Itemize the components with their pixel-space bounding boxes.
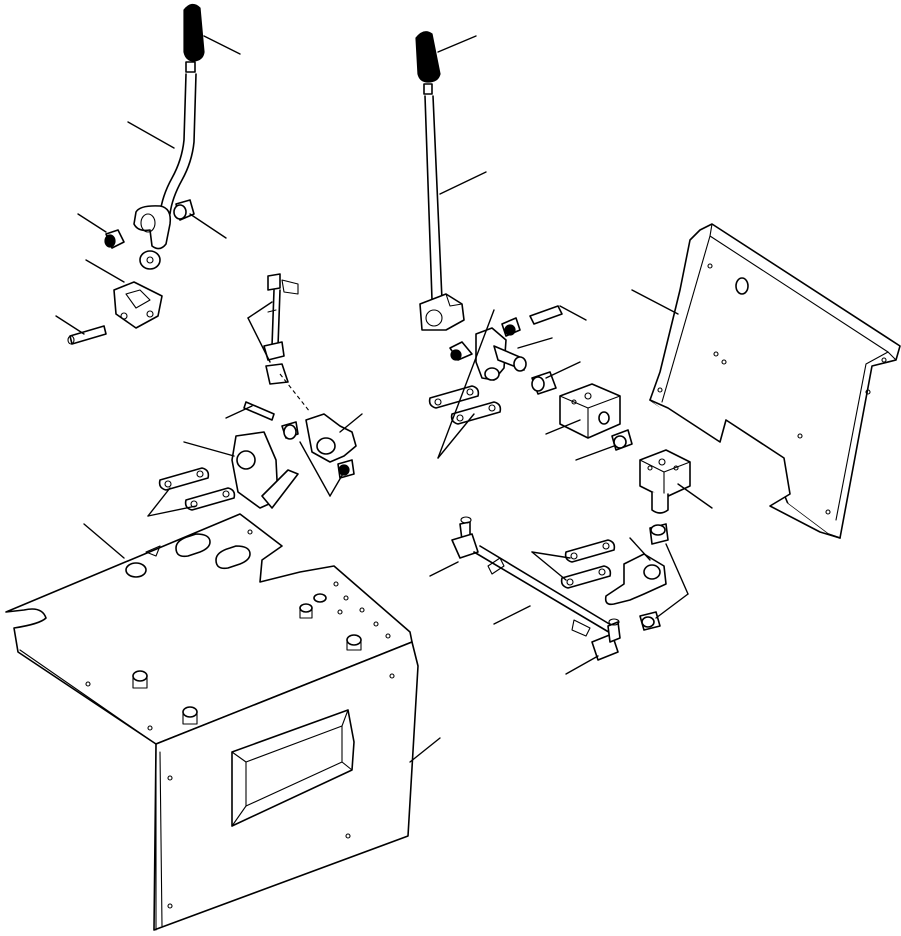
right-lower-linkage — [451, 516, 669, 661]
crank-arm-icon — [604, 523, 669, 631]
center-linkage — [158, 273, 357, 511]
tie-rod-icon — [473, 545, 617, 637]
bushing-icon — [104, 199, 195, 249]
pivot-bracket-icon — [113, 281, 163, 329]
link-plates-icon — [428, 385, 502, 425]
yoke-icon — [419, 293, 465, 331]
bushing-icon — [531, 371, 557, 395]
ball-joint-icon — [451, 516, 479, 559]
block-icon — [639, 449, 691, 514]
right-lever-assembly — [415, 31, 691, 514]
lever-pivot-icon — [133, 205, 172, 270]
left-lever-assembly — [67, 3, 205, 345]
bellcrank-icon — [281, 413, 357, 479]
ball-joint-icon — [591, 618, 621, 661]
console-side-panel-icon — [153, 641, 419, 931]
link-plates-icon — [560, 539, 616, 589]
pin-icon — [243, 401, 275, 421]
pin-icon — [529, 305, 563, 325]
left-floor-plate — [5, 513, 413, 745]
cover-plate-icon — [649, 223, 901, 539]
callout-leaders — [55, 35, 713, 763]
cross-shaft-icon — [449, 327, 527, 381]
stud-icon — [132, 593, 362, 725]
pin-icon — [67, 325, 107, 345]
bent-lever-shaft-icon — [159, 73, 197, 215]
block-icon — [559, 383, 621, 439]
lever-grip-icon — [183, 3, 205, 73]
link-plates-icon — [158, 467, 236, 511]
straight-lever-shaft-icon — [424, 95, 443, 301]
lever-grip-icon — [415, 31, 441, 95]
rod-end-icon — [263, 273, 311, 413]
support-bracket-icon — [231, 431, 299, 509]
